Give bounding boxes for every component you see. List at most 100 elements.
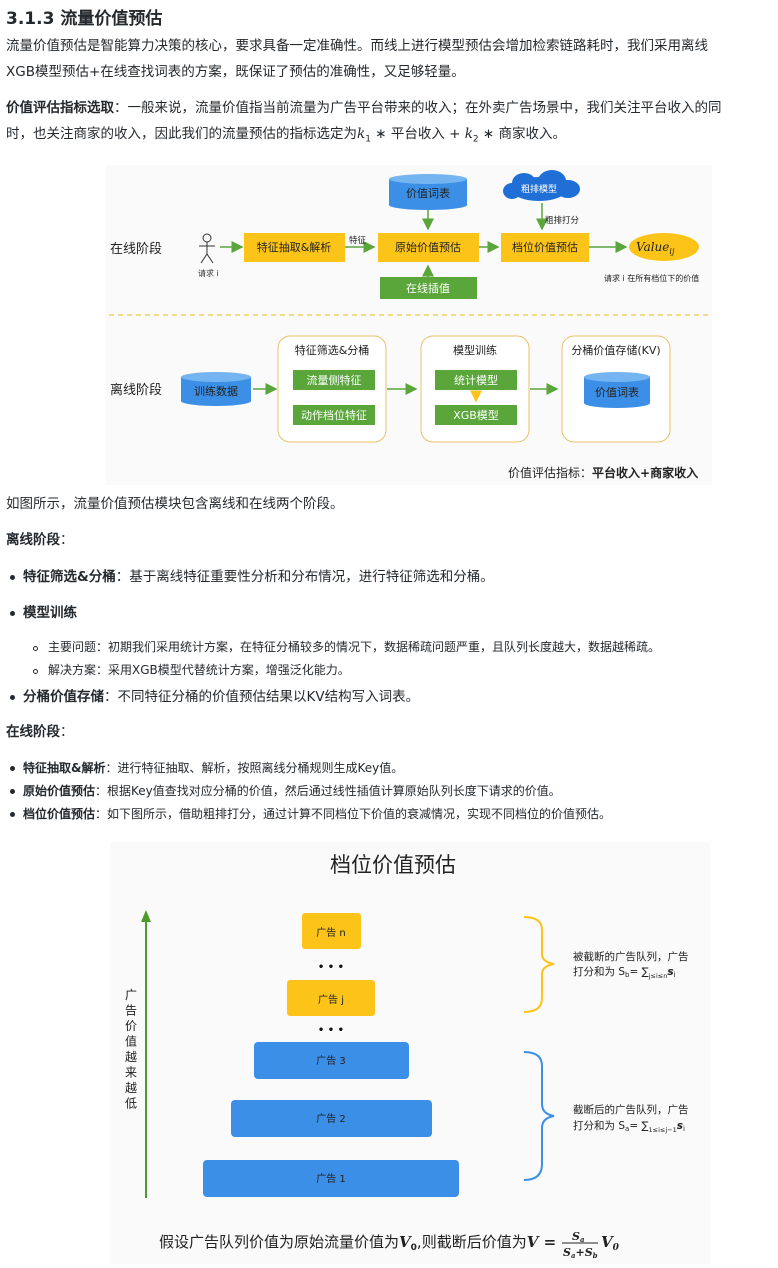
model-sub-1: 主要问题：初期我们采用统计方案，在特征分桶较多的情况下，数据稀疏问题严重，且队列… [48,640,661,654]
sub-bullet [33,669,38,674]
ellipsis-upper: • • • [318,962,344,973]
value-output-label: Valueij [636,240,675,256]
value-output-ellipse [629,233,699,261]
ad-3-box [254,1042,409,1079]
offline-heading: 离线阶段： [6,532,74,548]
ad-n-box [302,913,361,949]
ad-3-label: 广告 3 [316,1054,346,1067]
offline-item-1: 特征筛选&分桶：基于离线特征重要性分析和分布情况，进行特征筛选和分桶。 [23,569,494,585]
traffic-feat-box [293,370,375,390]
metric-text: ：一般来说，流量价值指当前流量为广告平台带来的收入；在外卖广告场景中，我们关注平… [114,100,722,116]
svg-text:V0: V0 [601,1233,620,1253]
coarse-score-label: 粗排打分 [545,215,580,226]
metric-line-2: 时，也关注商家的收入，因此我们的流量预估的指标选定为k1 ∗ 平台收入 + k2… [6,121,566,153]
diagram2-bg [110,842,710,1264]
output-note: 请求 i 在所有档位下的价值 [604,273,699,283]
action-feat-box [293,405,375,425]
offline-item-2: 模型训练 [23,605,77,621]
cut-desc-2: 打分和为 Sb= ∑j≤i≤nsi [573,965,676,980]
feature-extract-label: 特征抽取&解析 [257,240,332,254]
bullet [10,789,15,794]
bullet [10,575,15,580]
train-data-label: 训练数据 [194,384,238,398]
ad-2-label: 广告 2 [316,1112,346,1125]
action-feat-label: 动作档位特征 [301,408,367,422]
tier-value-box [501,233,589,262]
request-label: 请求 i [198,268,219,278]
formula-end: ∗ 商家收入。 [478,126,567,142]
feat-select-title: 特征筛选&分桶 [295,343,370,357]
metric-line-1: 价值评估指标选取：一般来说，流量价值指当前流量为广告平台带来的收入；在外卖广告场… [6,95,722,121]
coarse-model-label: 粗排模型 [521,183,557,195]
online-item-1: 特征抽取&解析：进行特征抽取、解析，按照离线分桶规则生成Key值。 [23,761,404,775]
feature-edge-label: 特征 [349,235,367,246]
value-dict-top-label: 价值词表 [406,186,450,200]
feature-extract-box [244,233,345,262]
pipeline-diagram: 在线阶段 请求 i 特征抽取&解析 特征 原始价值预估 价值词表 在线插值 粗排… [106,165,712,485]
formula-sub1: 1 [365,134,371,145]
intro-line-1: 流量价值预估是智能算力决策的核心，要求具备一定准确性。而线上进行模型预估会增加检… [6,38,708,54]
axis-label-char: 低 [125,1097,137,1111]
stat-model-box [435,370,517,390]
axis-label-char: 值 [125,1034,137,1049]
traffic-feat-label: 流量侧特征 [307,373,362,387]
ad-1-box [203,1160,459,1197]
ad-1-label: 广告 1 [316,1172,346,1185]
cut-brace [523,916,555,1013]
online-interp-box [380,277,477,299]
person-icon [199,233,215,264]
train-data-cylinder [181,372,251,406]
svg-text:Sa+Sb: Sa+Sb [563,1246,598,1260]
online-interp-label: 在线插值 [406,281,450,295]
metric-line-2-text: 时，也关注商家的收入，因此我们的流量预估的指标选定为 [6,126,357,142]
bottom-formula: 假设广告队列价值为原始流量价值为V0,则截断后价值为V = [159,1233,556,1253]
formula-k2: k [464,126,473,142]
ad-j-box [287,980,375,1016]
formula-sub2: 2 [472,134,479,145]
stat-model-label: 统计模型 [454,373,498,387]
xgb-model-box [435,405,517,425]
online-item-3: 档位价值预估：如下图所示，借助粗排打分，通过计算不同档位下价值的衰减情况，实现不… [23,807,612,821]
ellipsis-lower: • • • [318,1025,344,1036]
bullet [10,766,15,771]
fraction: Sa Sa+Sb V0 [562,1230,620,1260]
value-dict-bottom-label: 价值词表 [595,385,639,399]
bullet [10,695,15,700]
metric-caption: 价值评估指标：平台收入+商家收入 [508,465,698,480]
axis-label-char: 越 [125,1050,137,1064]
bullet [10,812,15,817]
svg-text:Sa: Sa [572,1230,585,1244]
axis-label-char: 广 [125,988,137,1002]
figure-paragraph: 如图所示，流量价值预估模块包含离线和在线两个阶段。 [6,496,344,512]
offline-stage-label: 离线阶段 [110,382,162,398]
formula-k1: k [357,126,366,142]
value-axis-arrow [141,910,151,922]
tier-value-label: 档位价值预估 [512,240,578,254]
ad-j-label: 广告 j [318,993,344,1006]
online-stage-label: 在线阶段 [110,242,162,257]
section-title: 3.1.3 流量价值预估 [6,9,163,29]
sub-bullet [33,646,38,651]
raw-value-box [378,233,479,262]
offline-item-3: 分桶价值存储：不同特征分桶的价值预估结果以KV结构写入词表。 [23,689,420,705]
diagram2-title: 档位价值预估 [330,853,456,877]
raw-value-label: 原始价值预估 [395,240,461,254]
kept-brace [523,1051,555,1181]
model-train-title: 模型训练 [453,343,497,357]
intro-line-2: XGB模型预估+在线查找词表的方案，既保证了预估的准确性，又足够轻量。 [6,64,465,80]
axis-label-char: 告 [125,1004,137,1018]
online-item-2: 原始价值预估：根据Key值查找对应分桶的价值，然后通过线性插值计算原始队列长度下… [23,784,561,798]
bullet [10,611,15,616]
value-dict-bottom-cylinder [584,372,650,408]
kept-desc-1: 截断后的广告队列，广告 [573,1103,689,1116]
model-sub-2: 解决方案：采用XGB模型代替统计方案，增强泛化能力。 [48,663,350,677]
axis-label-char: 价 [125,1019,137,1033]
axis-label-char: 越 [125,1081,137,1095]
metric-label: 价值评估指标选取 [6,100,114,116]
online-heading: 在线阶段： [6,724,74,740]
kept-desc-2: 打分和为 Sa= ∑1≤i≤j−1si [573,1119,685,1134]
xgb-model-label: XGB模型 [453,408,499,422]
value-dict-top-cylinder [389,174,467,210]
